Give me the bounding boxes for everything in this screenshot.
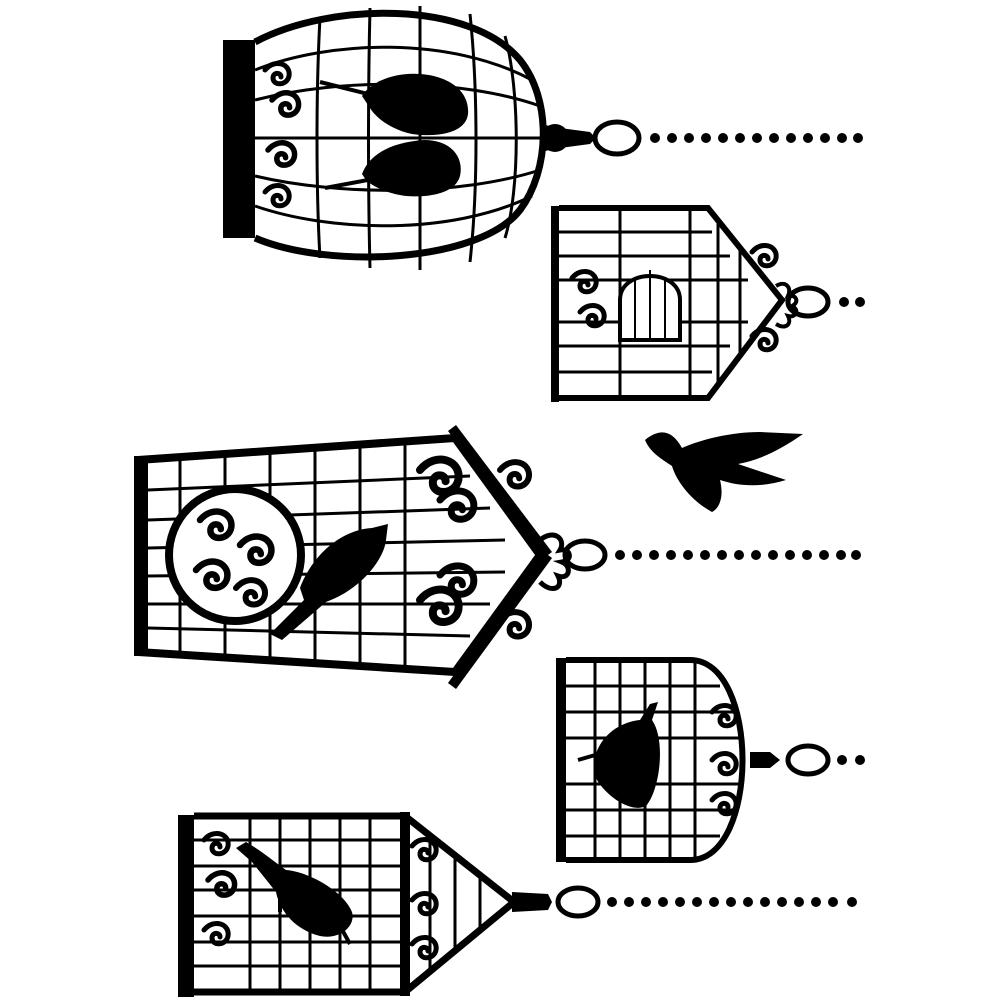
round-cage-two-birds: [223, 5, 863, 270]
small-cage-with-arch: [551, 205, 865, 402]
dome-cage: [556, 657, 865, 863]
chain-3: [615, 550, 861, 560]
flying-bird: [645, 432, 803, 512]
chain-4: [837, 755, 865, 765]
large-ornate-cage: [134, 424, 861, 689]
bird-bottom: [362, 140, 461, 197]
bird-bottom-cage: [236, 842, 353, 945]
chain-1: [650, 133, 863, 143]
bird-top: [362, 73, 469, 136]
bird-large-cage: [270, 524, 388, 640]
bottom-pointed-cage: [178, 812, 857, 997]
bird-dome-cage: [594, 702, 660, 808]
chain-5: [607, 897, 857, 907]
chain-2: [839, 297, 865, 307]
